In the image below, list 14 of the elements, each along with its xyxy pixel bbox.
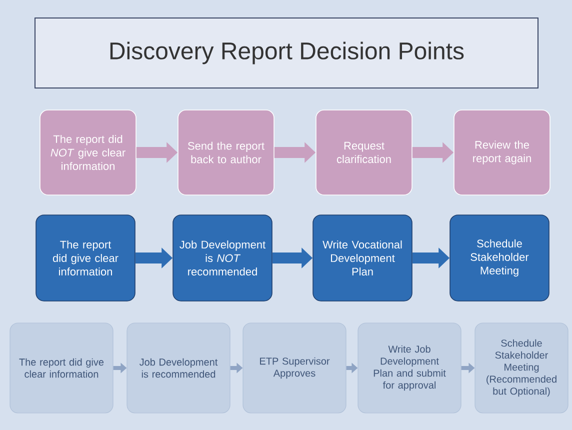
process-box: Write Job Development Plan and submit for approval xyxy=(358,322,462,414)
process-box: Request clarification xyxy=(316,110,412,196)
process-box: Schedule Stakeholder Meeting xyxy=(450,214,550,302)
process-box: Write Vocational Development Plan xyxy=(312,214,412,302)
process-box: Job Development is recommended xyxy=(126,322,230,414)
process-box: The report did give clear information xyxy=(10,322,114,414)
process-box: The report did NOT give clear information xyxy=(40,110,136,196)
process-box: Schedule Stakeholder Meeting (Recommended but Optional) xyxy=(474,322,568,414)
process-box: Job Development is NOT recommended xyxy=(172,214,272,302)
process-box: ETP Supervisor Approves xyxy=(242,322,346,414)
process-box: Review the report again xyxy=(454,110,550,196)
process-box: The report did give clear information xyxy=(36,214,136,302)
process-box: Send the report back to author xyxy=(178,110,274,196)
title-box: Discovery Report Decision Points xyxy=(34,18,538,88)
